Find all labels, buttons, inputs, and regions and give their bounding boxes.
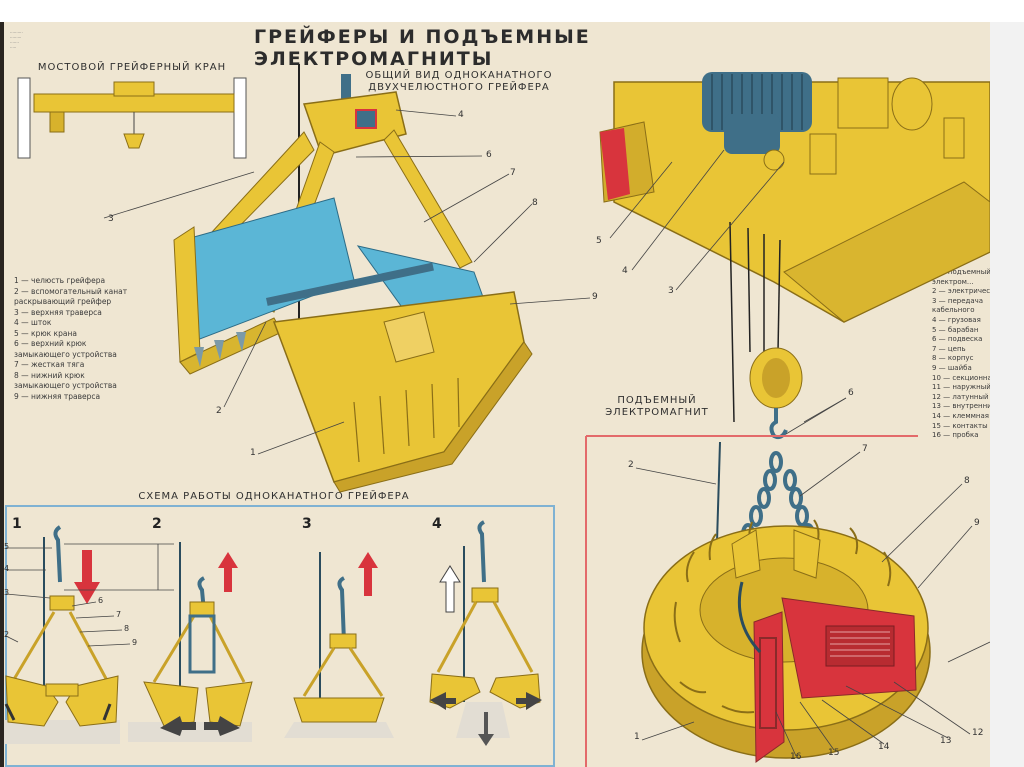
- imprint: ·······························: [10, 30, 23, 50]
- magnet-label-12: 12: [972, 728, 984, 738]
- magnet-label-14: 14: [878, 742, 890, 752]
- magnet-label-2: 2: [628, 460, 634, 470]
- scheme-label-6: 6: [98, 596, 104, 605]
- scheme-label-4: 4: [4, 564, 10, 573]
- grab-label-1: 1: [250, 448, 256, 458]
- scheme-label-5: 5: [4, 542, 10, 551]
- scheme-callouts: [5, 543, 174, 647]
- magnet-label-15: 15: [828, 748, 840, 758]
- poster: ······························· ГРЕЙФЕРЫ…: [4, 22, 990, 767]
- grab-label-9: 9: [592, 292, 598, 302]
- grab-label-3: 3: [108, 214, 114, 224]
- caption-scheme: СХЕМА РАБОТЫ ОДНОКАНАТНОГО ГРЕЙФЕРА: [138, 491, 410, 502]
- grab-label-2: 2: [216, 406, 222, 416]
- caption-magnet: ПОДЪЕМНЫЙ ЭЛЕКТРОМАГНИТ: [605, 395, 709, 418]
- scheme-step-3: [284, 552, 394, 738]
- magnet-label-1: 1: [634, 732, 640, 742]
- scheme-step-2: [128, 542, 253, 742]
- winch-callouts: [609, 149, 847, 435]
- poster-drawings: [4, 64, 990, 767]
- grab-general-view: [173, 64, 533, 493]
- electromagnet-illustration: [641, 441, 931, 763]
- top-margin: [0, 0, 1024, 22]
- winch-label-3: 3: [668, 286, 674, 296]
- magnet-label-13: 13: [940, 736, 952, 746]
- magnet-label-16: 16: [790, 752, 802, 762]
- grab-callouts: [103, 109, 591, 455]
- magnet-label-7: 7: [862, 444, 868, 454]
- magnet-label-8: 8: [964, 476, 970, 486]
- magnet-frame: [585, 435, 918, 767]
- grab-label-7: 7: [510, 168, 516, 178]
- winch-label-4: 4: [622, 266, 628, 276]
- right-margin: [990, 22, 1024, 767]
- bridge-crane-illustration: [17, 77, 247, 159]
- step-number-4: 4: [432, 516, 442, 532]
- step-number-2: 2: [152, 516, 162, 532]
- scheme-label-7: 7: [116, 610, 122, 619]
- magnet-callouts: [635, 451, 990, 757]
- poster-title: ГРЕЙФЕРЫ И ПОДЪЕМНЫЕ ЭЛЕКТРОМАГНИТЫ: [254, 26, 591, 70]
- grab-label-4: 4: [458, 110, 464, 120]
- caption-crane: МОСТОВОЙ ГРЕЙФЕРНЫЙ КРАН: [37, 62, 227, 73]
- grab-label-6: 6: [486, 150, 492, 160]
- step-number-3: 3: [302, 516, 312, 532]
- scheme-step-1: [4, 525, 120, 744]
- grab-label-8: 8: [532, 198, 538, 208]
- winch-label-5: 5: [596, 236, 602, 246]
- scheme-step-4: [429, 520, 542, 746]
- crane-winch-illustration: [599, 72, 990, 440]
- magnet-label-9: 9: [974, 518, 980, 528]
- step-number-1: 1: [12, 516, 22, 532]
- scheme-label-2: 2: [4, 630, 10, 639]
- scheme-label-8: 8: [124, 624, 130, 633]
- winch-drum: [702, 72, 812, 154]
- scheme-label-9: 9: [132, 638, 138, 647]
- winch-label-6: 6: [848, 388, 854, 398]
- caption-general-view: ОБЩИЙ ВИД ОДНОКАНАТНОГО ДВУХЧЕЛЮСТНОГО Г…: [365, 70, 553, 93]
- scheme-label-3: 3: [4, 588, 10, 597]
